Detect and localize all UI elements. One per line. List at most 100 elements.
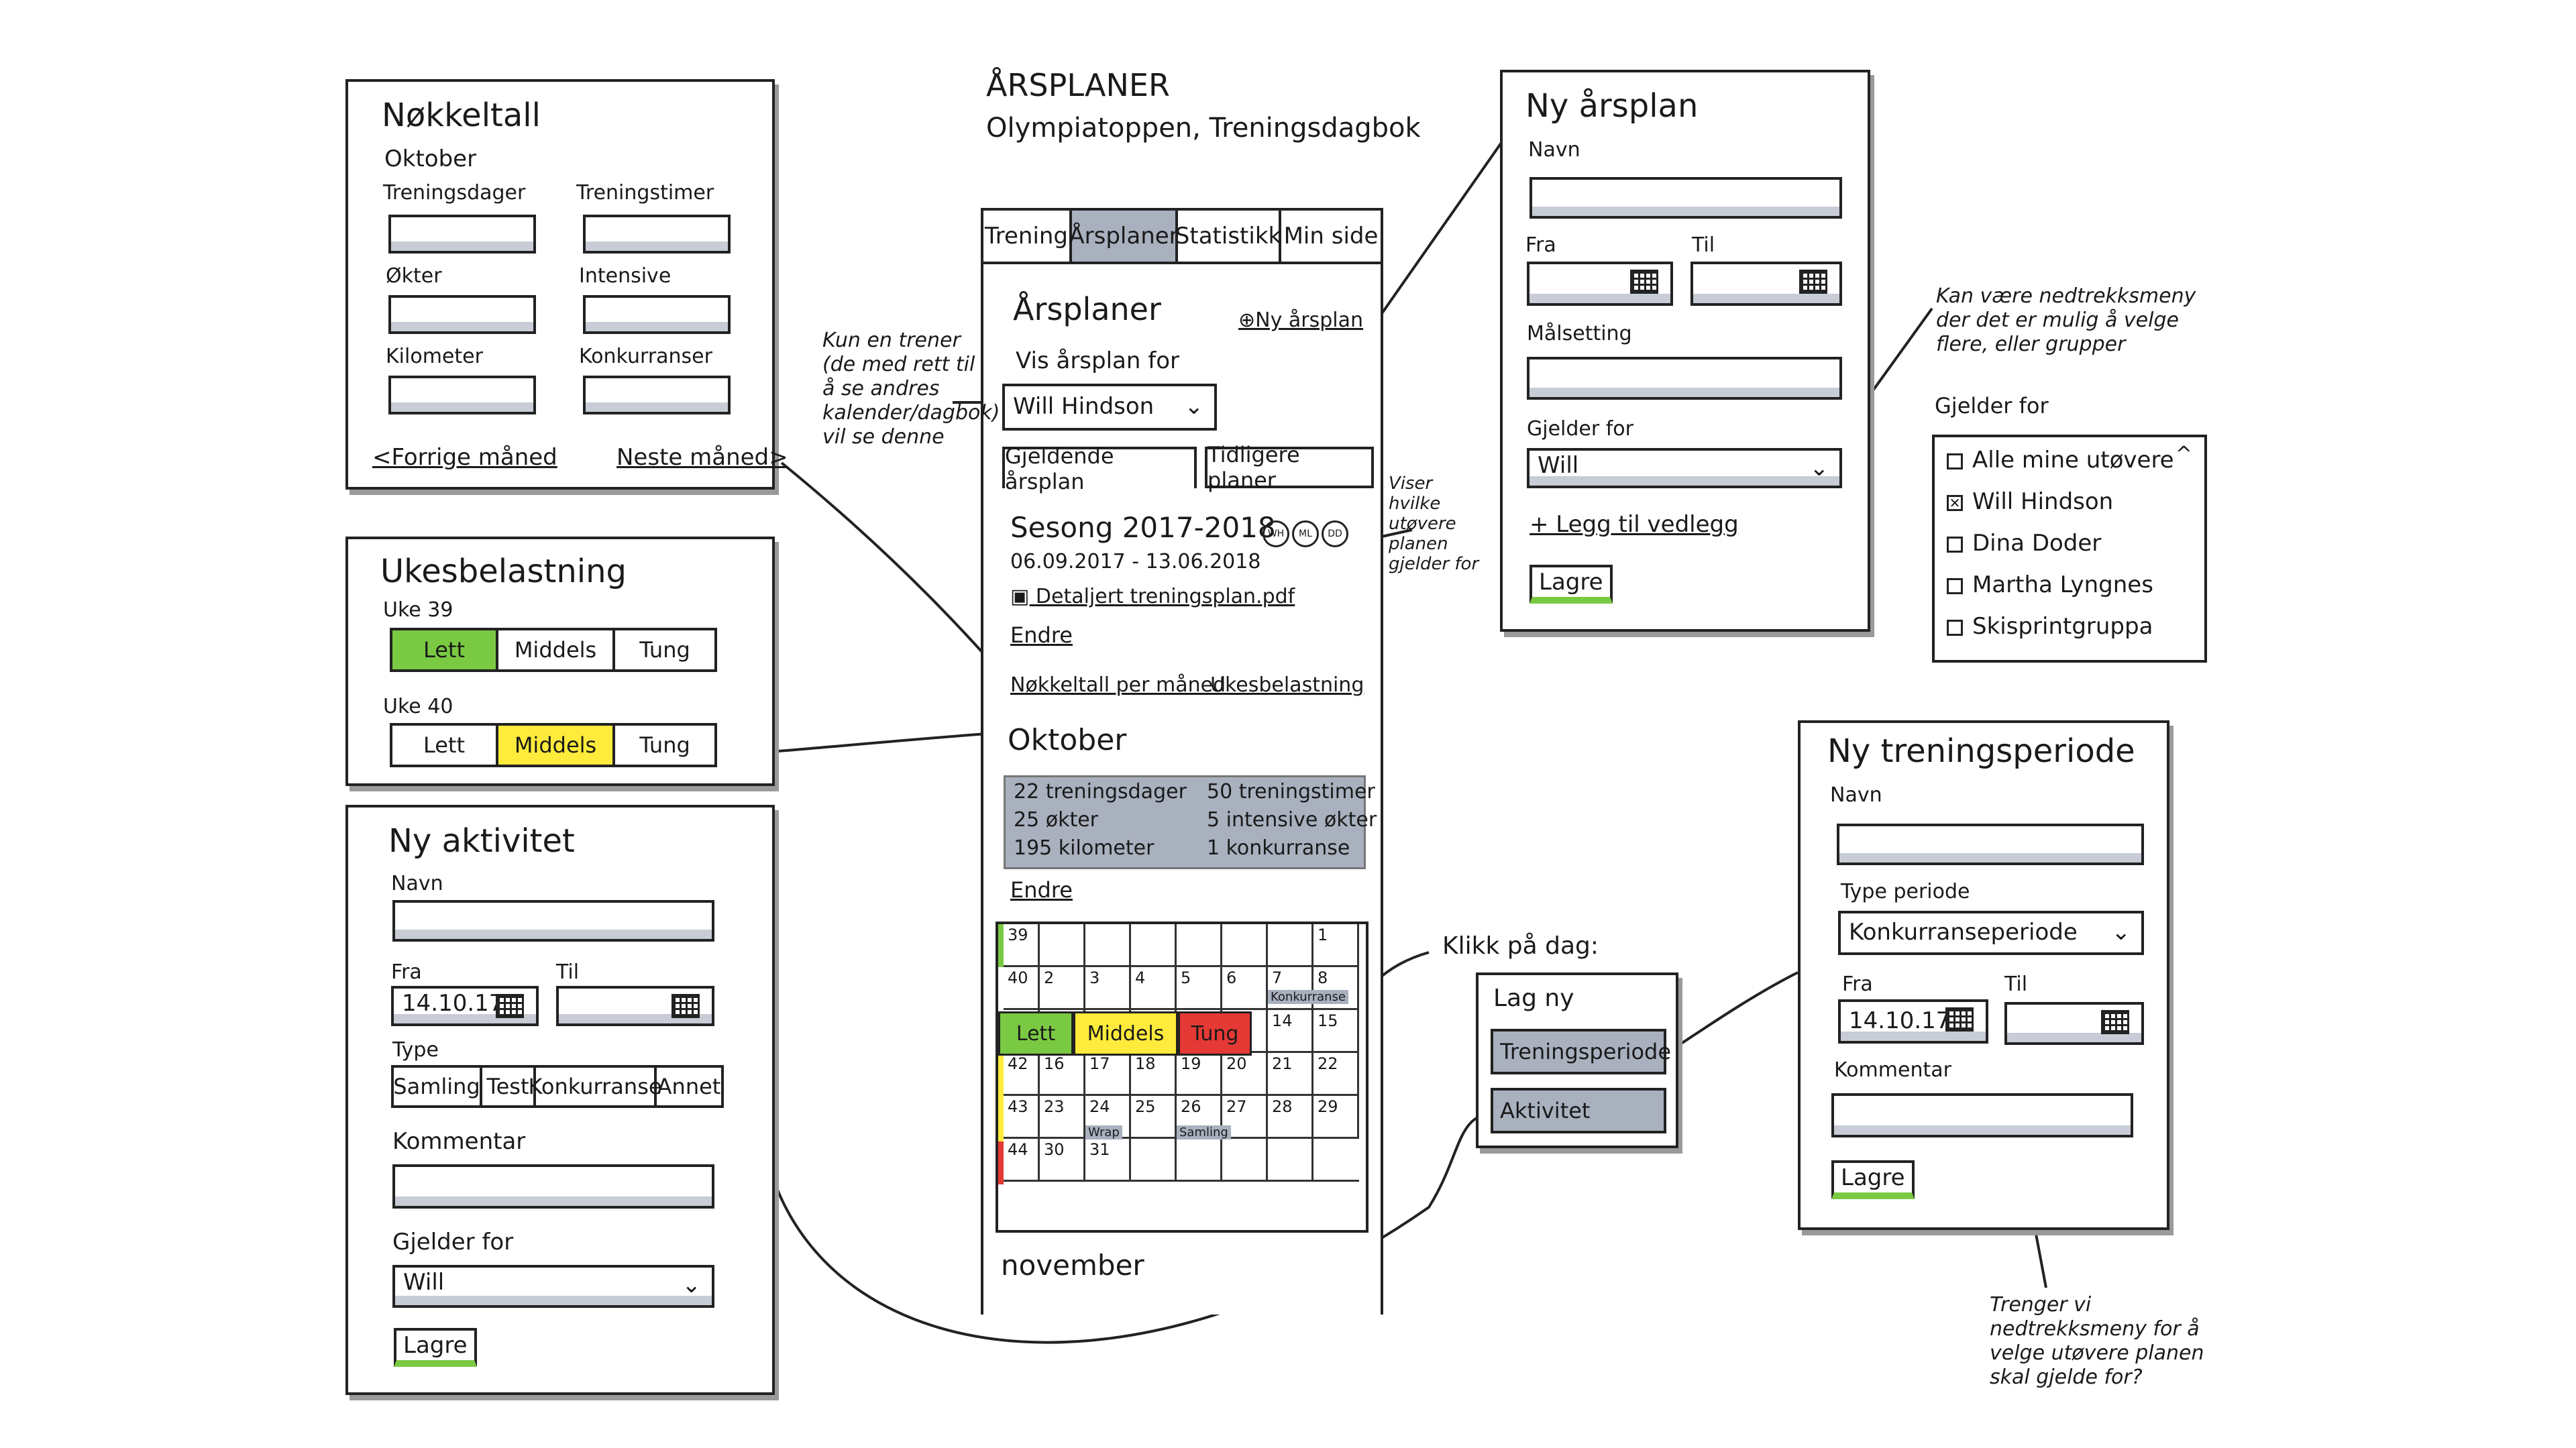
wrap-event[interactable]: Wrap — [1085, 1125, 1122, 1139]
activity-applies-select[interactable]: Will ⌄ — [392, 1265, 714, 1308]
previous-month-link[interactable]: <Forrige måned — [372, 444, 557, 471]
key-figures-per-month-link[interactable]: Nøkkeltall per måned — [1010, 673, 1226, 697]
subtab-current-plan[interactable]: Gjeldende årsplan — [1002, 443, 1197, 494]
calendar-day-cell[interactable]: 30 — [1040, 1139, 1085, 1182]
activity-save-button[interactable]: Lagre — [394, 1328, 477, 1367]
plan-to-date-input[interactable] — [1690, 262, 1842, 306]
calendar-icon[interactable] — [496, 994, 524, 1018]
athlete-select[interactable]: Will Hindson ⌄ — [1002, 384, 1217, 431]
period-comment-input[interactable] — [1831, 1093, 2133, 1137]
option-all-athletes[interactable]: Alle mine utøvere — [1947, 447, 2174, 474]
activity-name-input[interactable] — [392, 900, 714, 942]
period-from-date-input[interactable]: 14.10.17 — [1838, 999, 1988, 1044]
add-attachment-link[interactable]: + Legg til vedlegg — [1529, 511, 1739, 538]
create-training-period-button[interactable]: Treningsperiode — [1491, 1029, 1671, 1074]
week-40-medium-option[interactable]: Middels — [498, 726, 615, 765]
calendar-day-cell[interactable]: 5 — [1177, 967, 1222, 1010]
kilometers-field[interactable] — [388, 376, 536, 414]
plan-applies-select[interactable]: Will ⌄ — [1527, 448, 1842, 488]
competitions-field[interactable] — [583, 376, 731, 414]
calendar-day-cell[interactable]: 4 — [1131, 967, 1177, 1010]
tab-training[interactable]: Trening — [983, 211, 1072, 262]
period-save-button[interactable]: Lagre — [1831, 1160, 1915, 1199]
calendar-day-cell[interactable]: 29 — [1313, 1096, 1359, 1139]
calendar-icon[interactable] — [2101, 1010, 2129, 1034]
calendar-icon[interactable] — [672, 994, 700, 1018]
calendar-icon[interactable] — [1799, 270, 1827, 294]
edit-summary-link[interactable]: Endre — [1010, 877, 1073, 903]
calendar-day-cell[interactable]: 7 — [1268, 967, 1313, 1010]
load-heavy-band[interactable]: Tung — [1178, 1011, 1252, 1056]
calendar-day-cell[interactable] — [1177, 924, 1222, 967]
calendar-day-cell[interactable] — [1177, 1139, 1222, 1182]
next-month-link[interactable]: Neste måned> — [616, 444, 788, 471]
activity-comment-input[interactable] — [392, 1164, 714, 1209]
edit-plan-link[interactable]: Endre — [1010, 622, 1073, 648]
week-40-light-option[interactable]: Lett — [392, 726, 498, 765]
calendar-day-cell[interactable]: 22 — [1313, 1053, 1359, 1096]
calendar-day-cell[interactable]: 28 — [1268, 1096, 1313, 1139]
calendar-day-cell[interactable]: 3 — [1085, 967, 1131, 1010]
plan-from-date-input[interactable] — [1527, 262, 1673, 306]
competition-event[interactable]: Konkurranse — [1268, 990, 1348, 1004]
type-other-option[interactable]: Annet — [657, 1074, 721, 1099]
calendar-day-cell[interactable] — [1268, 1139, 1313, 1182]
tab-my-page[interactable]: Min side — [1283, 223, 1379, 249]
week-40-heavy-option[interactable]: Tung — [639, 732, 690, 758]
calendar-day-cell[interactable]: 6 — [1222, 967, 1268, 1010]
plan-name-input[interactable] — [1529, 177, 1842, 219]
type-test-option[interactable]: Test — [482, 1068, 536, 1105]
calendar-day-cell[interactable] — [1040, 924, 1085, 967]
period-name-input[interactable] — [1837, 824, 2144, 865]
plan-save-button[interactable]: Lagre — [1529, 565, 1613, 604]
week-39-heavy-option[interactable]: Tung — [639, 637, 690, 663]
option-martha-lyngnes[interactable]: Martha Lyngnes — [1947, 571, 2153, 598]
training-hours-field[interactable] — [583, 215, 731, 254]
plan-goal-input[interactable] — [1527, 357, 1842, 400]
checkbox-icon[interactable] — [1947, 577, 1963, 594]
create-activity-button[interactable]: Aktivitet — [1491, 1088, 1666, 1133]
option-dina-doder[interactable]: Dina Doder — [1947, 530, 2101, 557]
calendar-day-cell[interactable]: 17 — [1085, 1053, 1131, 1096]
tab-annual-plans[interactable]: Årsplaner — [1069, 211, 1179, 262]
calendar-day-cell[interactable]: 27 — [1222, 1096, 1268, 1139]
weekly-load-link[interactable]: Ukesbelastning — [1210, 673, 1364, 697]
gathering-event[interactable]: Samling — [1177, 1125, 1231, 1139]
load-light-band[interactable]: Lett — [998, 1011, 1073, 1056]
week-39-medium-option[interactable]: Middels — [498, 630, 615, 669]
tab-statistics[interactable]: Statistikk — [1175, 211, 1281, 262]
calendar-day-cell[interactable] — [1131, 1139, 1177, 1182]
calendar-day-cell[interactable] — [1313, 1139, 1359, 1182]
activity-from-date-input[interactable]: 14.10.17 — [391, 986, 539, 1026]
type-gathering-option[interactable]: Samling — [393, 1068, 482, 1105]
calendar-day-cell[interactable]: 2 — [1040, 967, 1085, 1010]
calendar-day-cell[interactable]: 18 — [1131, 1053, 1177, 1096]
calendar-day-cell[interactable]: 19 — [1177, 1053, 1222, 1096]
activity-to-date-input[interactable] — [556, 986, 714, 1026]
period-to-date-input[interactable] — [2004, 1002, 2144, 1045]
calendar-day-cell[interactable]: 20 — [1222, 1053, 1268, 1096]
calendar-day-cell[interactable] — [1085, 924, 1131, 967]
calendar-day-cell[interactable]: 23 — [1040, 1096, 1085, 1139]
calendar-day-cell[interactable]: 21 — [1268, 1053, 1313, 1096]
sessions-field[interactable] — [388, 295, 536, 334]
calendar-day-cell[interactable] — [1222, 1139, 1268, 1182]
checkbox-checked-icon[interactable]: ✕ — [1947, 494, 1963, 511]
calendar-day-cell[interactable]: 8 — [1313, 967, 1359, 1010]
checkbox-icon[interactable] — [1947, 453, 1963, 469]
calendar-day-cell[interactable]: 1 — [1313, 924, 1359, 967]
calendar-day-cell[interactable] — [1222, 924, 1268, 967]
period-type-select[interactable]: Konkurranseperiode ⌄ — [1838, 911, 2144, 955]
calendar-day-cell[interactable]: 16 — [1040, 1053, 1085, 1096]
subtab-previous-plans[interactable]: Tidligere planer — [1205, 442, 1374, 493]
calendar-icon[interactable] — [1945, 1007, 1974, 1032]
checkbox-icon[interactable] — [1947, 536, 1963, 553]
calendar-icon[interactable] — [1630, 270, 1658, 294]
attachment-link[interactable]: ▣ Detaljert treningsplan.pdf — [1010, 585, 1295, 608]
chevron-up-icon[interactable]: ^ — [2175, 443, 2192, 466]
calendar-day-cell[interactable]: 15 — [1313, 1010, 1359, 1053]
option-will-hindson[interactable]: ✕Will Hindson — [1947, 488, 2113, 515]
checkbox-icon[interactable] — [1947, 619, 1963, 636]
intensive-field[interactable] — [583, 295, 731, 334]
option-skisprint-group[interactable]: Skisprintgruppa — [1947, 613, 2153, 640]
